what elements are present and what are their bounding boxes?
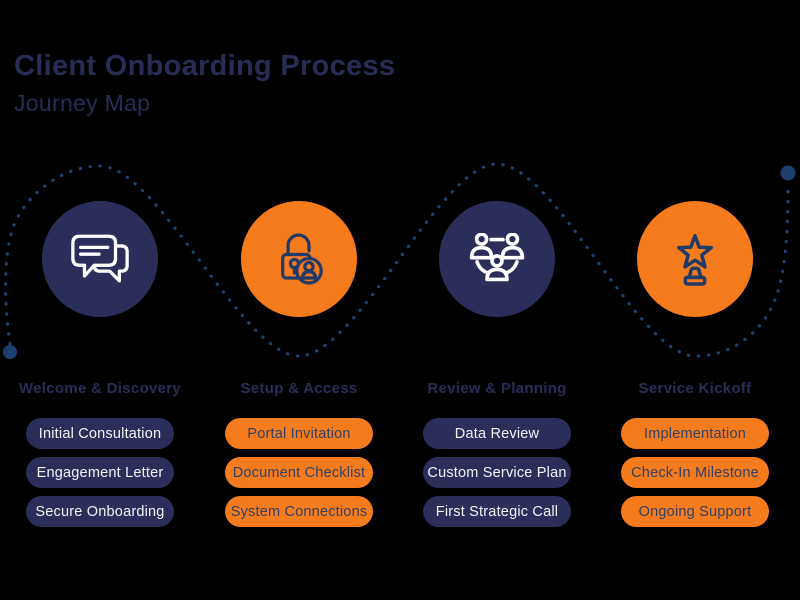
step-pill: Portal Invitation [225, 418, 373, 449]
step-pill: Data Review [423, 418, 571, 449]
stage-circle [42, 201, 158, 317]
unlock-user-icon [281, 233, 323, 285]
step-pill: Custom Service Plan [423, 457, 571, 488]
step-list: Portal Invitation Document Checklist Sys… [225, 418, 373, 527]
step-pill: Check-In Milestone [621, 457, 769, 488]
step-pill: Initial Consultation [26, 418, 174, 449]
path-end-dot [780, 165, 796, 181]
chat-bubbles-icon [71, 234, 129, 282]
stage-circle [439, 201, 555, 317]
step-list: Data Review Custom Service Plan First St… [423, 418, 571, 527]
stage-welcome-discovery: Welcome & Discovery Initial Consultation… [13, 201, 187, 527]
step-pill: First Strategic Call [423, 496, 571, 527]
stage-service-kickoff: Service Kickoff Implementation Check-In … [608, 201, 782, 527]
step-pill: Document Checklist [225, 457, 373, 488]
header: Client Onboarding Process Journey Map [14, 50, 395, 117]
step-list: Implementation Check-In Milestone Ongoin… [621, 418, 769, 527]
team-network-icon [469, 232, 525, 281]
step-pill: Engagement Letter [26, 457, 174, 488]
step-pill: Implementation [621, 418, 769, 449]
step-list: Initial Consultation Engagement Letter S… [26, 418, 174, 527]
stage-label: Review & Planning [427, 380, 567, 397]
page-subtitle: Journey Map [14, 90, 151, 116]
stage-circle [241, 201, 357, 317]
step-pill: System Connections [225, 496, 373, 527]
stage-circle [637, 201, 753, 317]
step-pill: Secure Onboarding [26, 496, 174, 527]
path-start-dot [3, 345, 17, 359]
stage-setup-access: Setup & Access Portal Invitation Documen… [212, 201, 386, 527]
stage-label: Welcome & Discovery [18, 380, 182, 397]
stage-label: Service Kickoff [638, 380, 752, 397]
stage-label: Setup & Access [240, 380, 358, 397]
stage-review-planning: Review & Planning Data Review Custom Ser… [410, 201, 584, 527]
step-pill: Ongoing Support [621, 496, 769, 527]
page-title: Client Onboarding Process [14, 50, 396, 82]
star-trophy-icon [677, 234, 713, 286]
